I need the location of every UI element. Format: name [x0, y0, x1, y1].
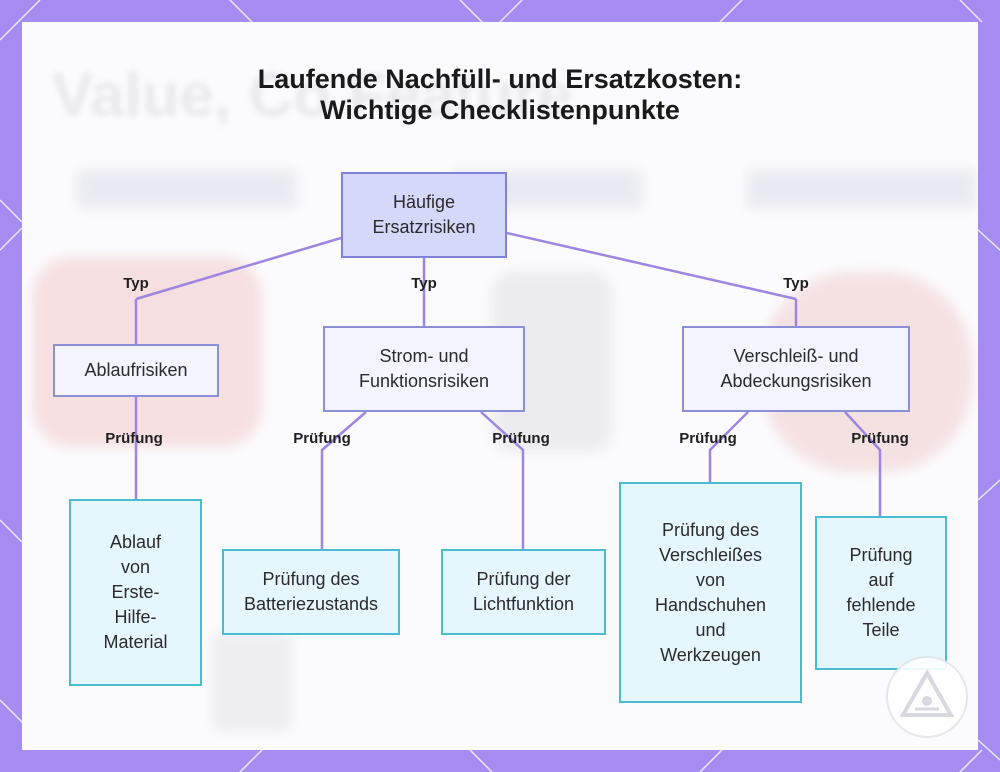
- background-ghost-text: Value, Co Feature: [52, 61, 573, 130]
- node-ablaufrisiken: Ablaufrisiken: [53, 344, 219, 397]
- edge-strom-batterie: [320, 411, 367, 549]
- edge-label-typ-left: Typ: [123, 275, 149, 292]
- edge-label-pruefung-ablauf: Prüfung: [105, 430, 163, 447]
- diagram-title: Laufende Nachfüll- und Ersatzkosten: Wic…: [0, 64, 1000, 126]
- background-ghost-shape: [212, 632, 292, 732]
- node-pruefung-fehlende-teile: Prüfung auf fehlende Teile: [815, 516, 947, 670]
- watermark-logo-icon: [886, 656, 968, 738]
- node-ablauf-erste-hilfe-material: Ablauf von Erste- Hilfe- Material: [69, 499, 202, 686]
- background-ghost-bar: [77, 170, 297, 208]
- edge-label-pruefung-handschuhe: Prüfung: [679, 430, 737, 447]
- background-ghost-bar: [747, 170, 977, 208]
- node-pruefung-batteriezustand: Prüfung des Batteriezustands: [222, 549, 400, 635]
- title-line-2: Wichtige Checklistenpunkte: [320, 95, 680, 125]
- node-pruefung-lichtfunktion: Prüfung der Lichtfunktion: [441, 549, 606, 635]
- edge-root-verschleiss: [506, 231, 797, 301]
- edge-label-pruefung-licht: Prüfung: [492, 430, 550, 447]
- edge-label-typ-right: Typ: [783, 275, 809, 292]
- edge-label-pruefung-teile: Prüfung: [851, 430, 909, 447]
- node-haeufige-ersatzrisiken: Häufige Ersatzrisiken: [341, 172, 507, 258]
- node-pruefung-verschleiss-handschuhe: Prüfung des Verschleißes von Handschuhen…: [619, 482, 802, 703]
- node-verschleiss-abdeckungsrisiken: Verschleiß- und Abdeckungsrisiken: [682, 326, 910, 412]
- title-line-1: Laufende Nachfüll- und Ersatzkosten:: [257, 64, 743, 94]
- edge-strom-licht: [480, 411, 525, 549]
- edge-label-typ-center: Typ: [411, 275, 437, 292]
- edge-verschleiss-teile: [844, 411, 882, 516]
- edge-root-ablauf: [135, 236, 342, 301]
- edge-verschleiss-handschuhe: [708, 411, 749, 482]
- node-strom-funktionsrisiken: Strom- und Funktionsrisiken: [323, 326, 525, 412]
- edge-label-pruefung-batterie: Prüfung: [293, 430, 351, 447]
